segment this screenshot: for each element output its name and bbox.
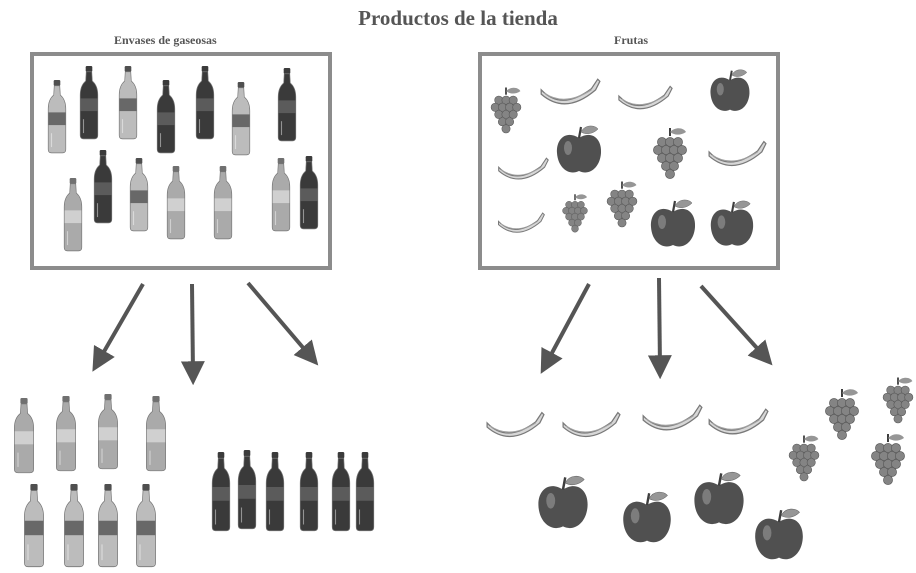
bottle-orange-icon bbox=[212, 166, 234, 240]
bottle-yellow-icon bbox=[128, 158, 150, 232]
apple-icon bbox=[752, 506, 806, 564]
bottle-cola-icon bbox=[264, 452, 286, 532]
bottle-cola-icon bbox=[78, 66, 100, 140]
bottle-yellow-icon bbox=[96, 484, 120, 568]
bottle-cola-icon bbox=[155, 80, 177, 154]
arrow-icon bbox=[192, 284, 193, 374]
bottle-orange-icon bbox=[96, 394, 120, 470]
apple-icon bbox=[706, 68, 754, 114]
arrow-icon bbox=[659, 278, 660, 368]
bottle-orange-icon bbox=[54, 396, 78, 472]
arrow-icon bbox=[546, 284, 589, 364]
apple-icon bbox=[648, 198, 698, 250]
bottle-cola-icon bbox=[210, 452, 232, 532]
grapes-icon bbox=[604, 176, 640, 232]
bottle-cola-icon bbox=[194, 66, 216, 140]
banana-icon bbox=[560, 404, 622, 446]
apple-icon bbox=[708, 198, 756, 250]
bottle-orange-icon bbox=[270, 158, 292, 232]
banana-icon bbox=[484, 404, 546, 446]
bottle-yellow-icon bbox=[117, 66, 139, 140]
bottle-cola-icon bbox=[92, 150, 114, 224]
bottle-cola-icon bbox=[330, 452, 352, 532]
bottle-yellow-icon bbox=[230, 82, 252, 156]
apple-icon bbox=[554, 124, 604, 176]
apple-icon bbox=[690, 470, 748, 528]
grapes-icon bbox=[786, 428, 822, 488]
grapes-icon bbox=[488, 84, 524, 136]
banana-icon bbox=[496, 150, 550, 188]
grapes-icon bbox=[868, 428, 908, 490]
arrow-icon bbox=[98, 284, 143, 362]
banana-icon bbox=[616, 80, 674, 116]
apple-icon bbox=[534, 474, 592, 532]
bottle-cola-icon bbox=[298, 452, 320, 532]
arrow-icon bbox=[701, 286, 765, 357]
apple-icon bbox=[620, 490, 674, 546]
bottle-yellow-icon bbox=[46, 80, 68, 154]
bottle-orange-icon bbox=[12, 398, 36, 474]
grapes-icon bbox=[560, 188, 590, 238]
banana-icon bbox=[538, 72, 602, 112]
bottle-orange-icon bbox=[144, 396, 168, 472]
banana-icon bbox=[706, 134, 768, 174]
bottle-cola-icon bbox=[298, 156, 320, 230]
banana-icon bbox=[640, 396, 704, 440]
bottle-yellow-icon bbox=[62, 484, 86, 568]
grapes-icon bbox=[650, 122, 690, 184]
bottle-cola-icon bbox=[236, 450, 258, 530]
grapes-icon bbox=[880, 370, 916, 430]
grapes-icon bbox=[822, 384, 862, 444]
bottle-orange-icon bbox=[165, 166, 187, 240]
bottle-orange-icon bbox=[62, 178, 84, 252]
bottle-yellow-icon bbox=[134, 484, 158, 568]
bottle-yellow-icon bbox=[22, 484, 46, 568]
banana-icon bbox=[706, 400, 770, 444]
banana-icon bbox=[496, 206, 546, 240]
bottle-cola-icon bbox=[276, 68, 298, 142]
bottle-cola-icon bbox=[354, 452, 376, 532]
arrow-icon bbox=[248, 283, 311, 357]
